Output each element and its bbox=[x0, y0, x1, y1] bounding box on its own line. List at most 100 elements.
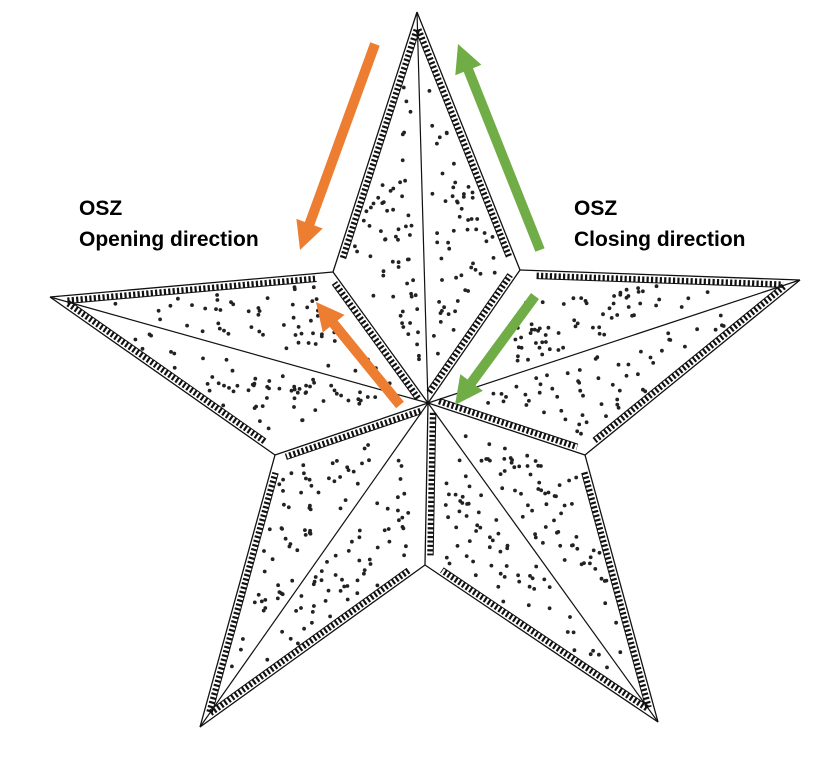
surface-dot bbox=[574, 475, 579, 480]
surface-dot bbox=[450, 194, 455, 199]
surface-dot bbox=[543, 525, 548, 529]
surface-dot bbox=[559, 408, 564, 413]
surface-dot bbox=[396, 227, 401, 232]
surface-dot bbox=[579, 431, 583, 436]
surface-dot bbox=[133, 337, 138, 342]
surface-dot bbox=[588, 652, 593, 657]
surface-dot bbox=[577, 368, 582, 372]
surface-dot bbox=[651, 361, 656, 365]
surface-dot bbox=[287, 544, 292, 549]
star-edge-teeth-base bbox=[443, 567, 649, 707]
surface-dot bbox=[295, 548, 300, 553]
surface-dot bbox=[503, 446, 507, 451]
surface-dot bbox=[312, 604, 316, 608]
surface-dot bbox=[379, 229, 383, 234]
surface-dot bbox=[547, 347, 552, 352]
closing-arrow-lower bbox=[455, 293, 539, 405]
surface-dot bbox=[516, 345, 521, 350]
surface-dot bbox=[334, 391, 339, 396]
surface-dot bbox=[597, 325, 602, 330]
surface-dot bbox=[290, 302, 295, 307]
surface-dot bbox=[593, 567, 598, 571]
surface-dot bbox=[470, 190, 475, 195]
surface-dot bbox=[326, 363, 331, 368]
surface-dot bbox=[679, 305, 684, 309]
surface-dot bbox=[295, 390, 300, 395]
surface-dot bbox=[292, 405, 296, 409]
seam-line bbox=[199, 402, 429, 728]
surface-dot bbox=[614, 620, 618, 625]
surface-dot bbox=[203, 306, 208, 311]
surface-dot bbox=[368, 254, 373, 259]
surface-dot bbox=[417, 357, 421, 362]
surface-dot bbox=[557, 483, 562, 487]
surface-dot bbox=[286, 505, 291, 510]
star-edge-teeth-base bbox=[592, 283, 783, 439]
surface-dot bbox=[396, 237, 400, 242]
surface-dot bbox=[534, 376, 539, 380]
surface-dot bbox=[599, 576, 604, 581]
opening-arrow-upper bbox=[296, 42, 380, 250]
surface-dot bbox=[353, 244, 357, 249]
star-edge bbox=[584, 279, 801, 456]
surface-dot bbox=[546, 325, 551, 330]
surface-dot bbox=[113, 301, 118, 306]
surface-dot bbox=[512, 465, 517, 470]
surface-dot bbox=[624, 287, 629, 292]
surface-dot bbox=[443, 199, 448, 204]
surface-dot bbox=[458, 499, 463, 503]
surface-dot bbox=[588, 561, 592, 566]
surface-dot bbox=[491, 256, 496, 260]
surface-dot bbox=[491, 391, 496, 396]
surface-dot bbox=[544, 340, 548, 344]
surface-dot bbox=[210, 375, 215, 379]
surface-dot bbox=[408, 233, 412, 237]
surface-dot bbox=[313, 342, 318, 346]
surface-dot bbox=[525, 464, 530, 468]
surface-dot bbox=[399, 464, 404, 468]
surface-dot bbox=[563, 417, 568, 422]
surface-dot bbox=[435, 141, 439, 146]
surface-dot bbox=[577, 422, 582, 427]
surface-dot bbox=[533, 535, 538, 540]
surface-dot bbox=[550, 386, 555, 391]
surface-dot bbox=[402, 491, 407, 496]
surface-dot bbox=[601, 312, 605, 317]
surface-dot bbox=[648, 355, 653, 360]
surface-dot bbox=[409, 223, 414, 228]
inner-seam-teeth bbox=[332, 281, 421, 400]
opening-label-subtitle: Opening direction bbox=[79, 228, 259, 251]
surface-dot bbox=[657, 297, 662, 302]
surface-dot bbox=[540, 300, 545, 305]
surface-dot bbox=[315, 314, 320, 318]
surface-dot bbox=[540, 352, 545, 357]
surface-dot bbox=[494, 518, 499, 522]
surface-dot bbox=[319, 334, 324, 339]
surface-dot bbox=[490, 538, 495, 543]
surface-dot bbox=[555, 394, 560, 399]
surface-dot bbox=[615, 397, 620, 402]
surface-dot bbox=[502, 469, 507, 473]
surface-dot bbox=[536, 463, 541, 468]
surface-dot bbox=[683, 344, 687, 349]
star-edge bbox=[416, 11, 521, 271]
surface-dot bbox=[215, 293, 220, 297]
surface-dot bbox=[239, 647, 243, 652]
star-edge-teeth bbox=[206, 471, 279, 713]
surface-dot bbox=[215, 298, 220, 302]
surface-dot bbox=[536, 328, 540, 333]
surface-dot bbox=[291, 315, 296, 320]
surface-dot bbox=[475, 523, 480, 528]
surface-dot bbox=[339, 393, 343, 398]
surface-dot bbox=[381, 269, 386, 274]
surface-dot bbox=[319, 578, 324, 583]
surface-dot bbox=[267, 379, 272, 383]
surface-dot bbox=[342, 584, 347, 589]
surface-dot bbox=[311, 331, 315, 336]
surface-dot bbox=[367, 557, 372, 562]
surface-dot bbox=[599, 402, 604, 406]
surface-dot bbox=[277, 386, 282, 391]
surface-dot bbox=[276, 583, 280, 588]
surface-dot bbox=[265, 396, 269, 400]
